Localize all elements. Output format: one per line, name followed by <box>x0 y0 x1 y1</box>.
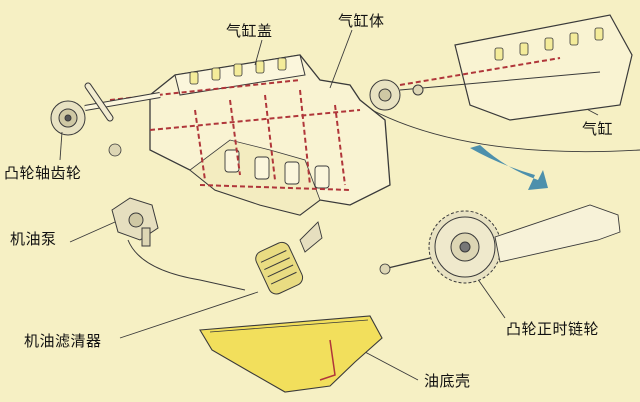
label-cam-timing-sprocket: 凸轮正时链轮 <box>506 320 600 338</box>
oil-pump <box>111 197 159 247</box>
oil-pickup-line <box>127 239 246 291</box>
label-cylinder-block: 气缸体 <box>338 12 385 30</box>
sprocket-shaft <box>494 204 621 263</box>
cam-timing-sprocket <box>428 210 502 284</box>
label-oil-pump: 机油泵 <box>10 230 57 248</box>
oil-galleries <box>109 79 361 191</box>
upper-sprocket <box>369 79 424 111</box>
oil-pan <box>199 315 383 393</box>
leader-lines <box>59 29 640 381</box>
oil-filter <box>255 241 304 295</box>
pistons <box>224 149 330 189</box>
cylinder-bank <box>454 14 633 121</box>
label-oil-filter: 机油滤清器 <box>24 332 102 350</box>
camshaft-gear <box>50 100 86 136</box>
label-cylinder: 气缸 <box>582 120 614 138</box>
direction-arrow <box>470 145 548 190</box>
label-camshaft-gear: 凸轮轴齿轮 <box>4 164 82 182</box>
label-oil-pan: 油底壳 <box>424 372 471 390</box>
cylinder-bank-springs <box>494 27 604 61</box>
valve-springs <box>189 57 287 85</box>
label-cylinder-head: 气缸盖 <box>226 22 273 40</box>
